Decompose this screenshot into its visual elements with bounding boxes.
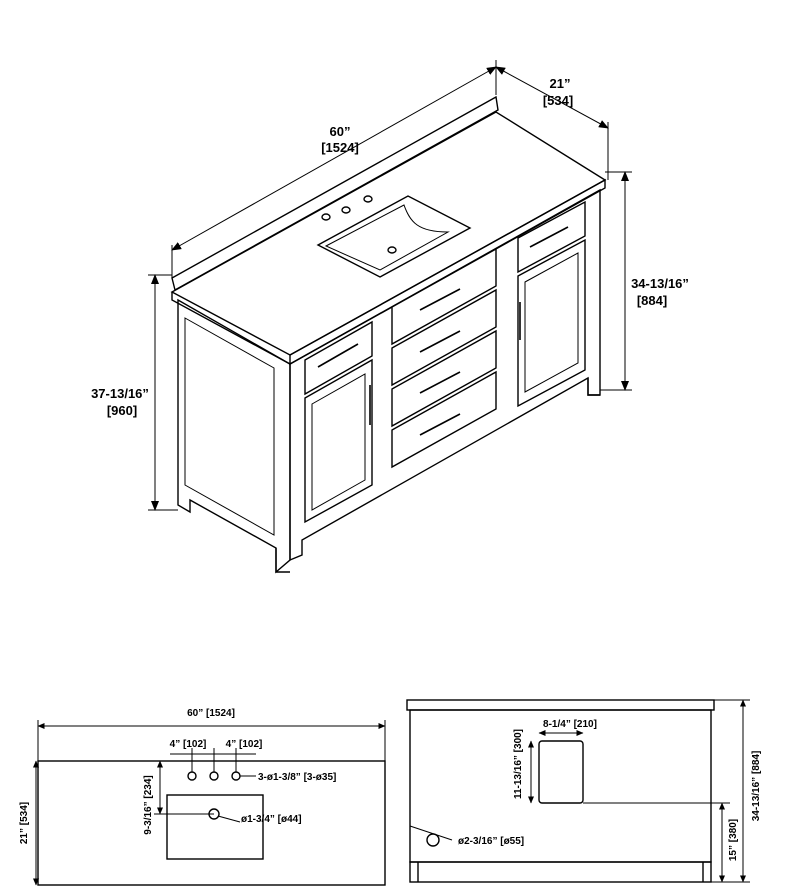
iso-total-height-in: 37-13/16” [91, 386, 149, 401]
top-sink-offset-label: 9-3/16” [234] [143, 775, 154, 834]
faucet-hole-left [187, 771, 197, 781]
iso-total-height-mm: [960] [107, 403, 137, 418]
cabinet-side [177, 298, 291, 574]
top-width-label: 60” [1524] [187, 708, 235, 719]
center-drawer-2 [391, 288, 497, 387]
top-depth-label: 21” [534] [19, 802, 30, 844]
back-cutout-width-label: 8-1/4” [210] [543, 719, 597, 730]
iso-width-mm: [1524] [321, 140, 359, 155]
left-drawer [304, 320, 373, 396]
top-drain-label: ø1-3/4” [ø44] [241, 814, 302, 825]
back-cutout [538, 740, 584, 804]
faucet-hole-right [231, 771, 241, 781]
isometric-view: 60” [1524] 21” [534] 34-13/16” [884] 37-… [91, 60, 689, 574]
back-hole-label: ø2-3/16” [ø55] [458, 836, 524, 847]
right-door [517, 238, 586, 408]
sink-basin [316, 195, 472, 278]
iso-cabinet-height-in: 34-13/16” [631, 276, 689, 291]
top-spacing-left-label: 4” [102] [170, 739, 207, 750]
sink-outline [166, 794, 264, 860]
dimension-lines [148, 60, 632, 511]
right-drawer [517, 200, 586, 274]
top-holes-label: 3-ø1-3/8” [3-ø35] [258, 772, 336, 783]
left-door [304, 358, 373, 524]
back-hole [426, 833, 440, 847]
faucet-hole-center [209, 771, 219, 781]
center-drawer-4 [391, 370, 497, 469]
countertop-front-edge [289, 178, 606, 366]
back-countertop [406, 699, 715, 711]
top-spacing-right-label: 4” [102] [226, 739, 263, 750]
back-base [409, 861, 712, 883]
leg [275, 548, 290, 573]
back-view: 8-1/4” [210] 11-13/16” [300] 15” [380] 3… [406, 699, 762, 883]
iso-width-in: 60” [330, 124, 351, 139]
iso-depth-in: 21” [550, 76, 571, 91]
center-drawer-3 [391, 329, 497, 428]
back-cutout-floor-label: 15” [380] [728, 819, 739, 861]
iso-depth-mm: [534] [543, 93, 573, 108]
iso-cabinet-height-mm: [884] [637, 293, 667, 308]
back-cutout-height-label: 11-13/16” [300] [513, 729, 524, 799]
top-view: 60” [1524] 4” [102] 4” [102] 3-ø1-3/8” [… [19, 708, 386, 886]
back-height-label: 34-13/16” [884] [751, 751, 762, 822]
